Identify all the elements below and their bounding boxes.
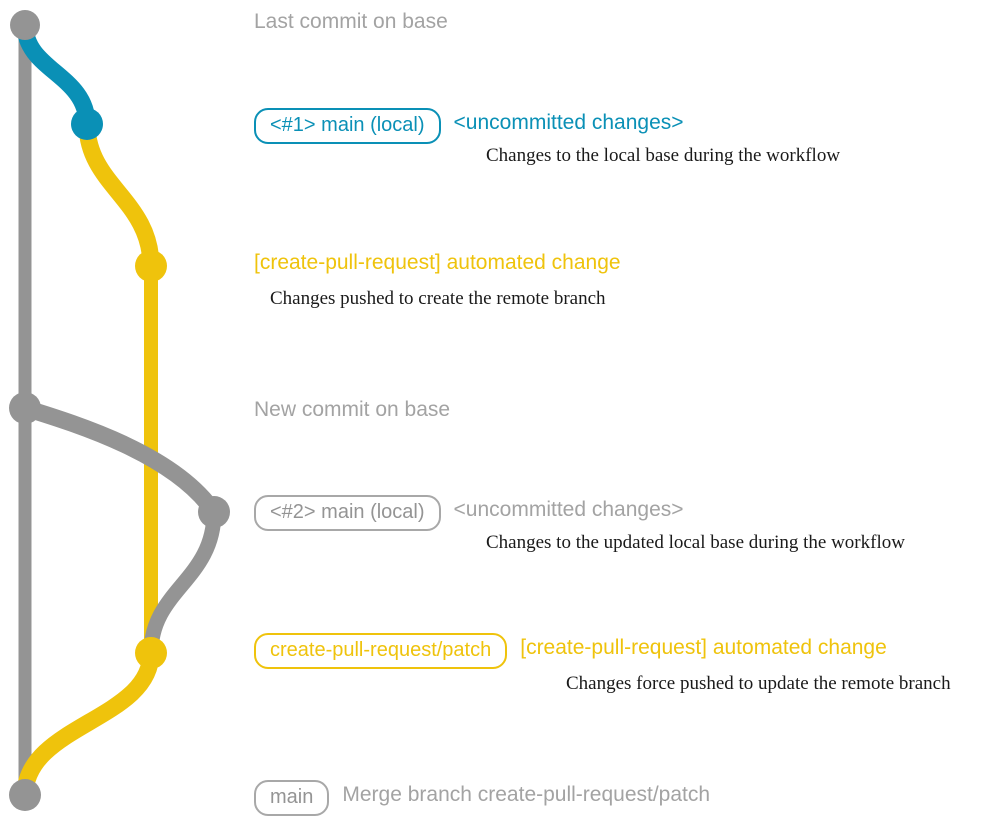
commit-note-3: Changes to the updated local base during… — [486, 532, 905, 553]
node-merge-commit[interactable] — [9, 779, 41, 811]
node-uncommitted-1[interactable] — [71, 108, 103, 140]
commit-subject-4: [create-pull-request] automated change — [520, 636, 887, 659]
commit-subject-3: <uncommitted changes> — [453, 498, 684, 521]
branch-pill-main-local-1[interactable]: <#1> main (local) — [254, 108, 441, 144]
node-uncommitted-2[interactable] — [198, 496, 230, 528]
commit-row-1: <#1> main (local) <uncommitted changes> — [254, 108, 684, 144]
gray-side-branch-out — [143, 504, 222, 661]
blue-branch-line — [16, 16, 96, 133]
commit-row-5: main Merge branch create-pull-request/pa… — [254, 780, 710, 816]
commit-row-2: [create-pull-request] automated change — [254, 251, 621, 275]
commit-row-3: <#2> main (local) <uncommitted changes> — [254, 495, 684, 531]
commit-note-4: Changes force pushed to update the remot… — [566, 673, 951, 694]
commit-subject-2: [create-pull-request] automated change — [254, 251, 621, 274]
node-new-commit-on-base[interactable] — [9, 392, 41, 424]
commit-note-2: Changes pushed to create the remote bran… — [270, 288, 606, 309]
commit-label-new-commit-on-base: New commit on base — [254, 398, 451, 421]
branch-pill-create-pull-request-patch[interactable]: create-pull-request/patch — [254, 633, 508, 669]
commit-subject-5: Merge branch create-pull-request/patch — [342, 783, 711, 806]
yellow-merge-line — [16, 644, 160, 804]
node-last-commit-on-base[interactable] — [10, 10, 40, 40]
commit-row-4: create-pull-request/patch [create-pull-r… — [254, 633, 887, 669]
gray-side-branch-in — [16, 399, 223, 521]
branch-pill-main-local-2[interactable]: <#2> main (local) — [254, 495, 441, 531]
commit-label-last-commit-on-base: Last commit on base — [254, 10, 448, 33]
node-automated-change-1[interactable] — [135, 250, 167, 282]
commit-subject-1: <uncommitted changes> — [453, 111, 684, 134]
yellow-branch-line-upper — [78, 115, 160, 275]
branch-pill-main[interactable]: main — [254, 780, 330, 816]
commit-note-1: Changes to the local base during the wor… — [486, 145, 841, 166]
node-automated-change-2[interactable] — [135, 637, 167, 669]
